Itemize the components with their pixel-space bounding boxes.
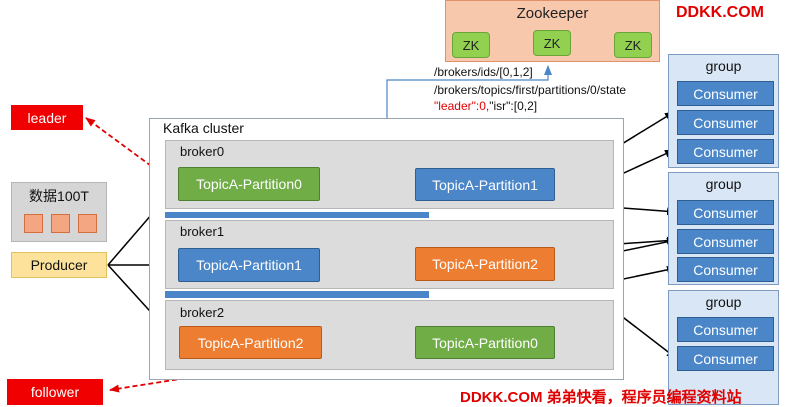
group1-consumer-3: Consumer <box>677 139 774 164</box>
broker0-partition1: TopicA-Partition1 <box>415 168 555 201</box>
zk-state-leader: "leader":0, <box>434 99 490 113</box>
data-cell-1 <box>24 214 43 233</box>
zk-node-2: ZK <box>533 30 571 56</box>
zk-node-1: ZK <box>452 32 490 58</box>
group1-consumer-1: Consumer <box>677 81 774 106</box>
brand-logo: DDKK.COM <box>676 4 764 21</box>
data-cell-2 <box>51 214 70 233</box>
consumer-group-2-label: group <box>705 176 742 192</box>
broker0-label: broker0 <box>180 144 225 159</box>
zk-state-isr: "isr":[0,2] <box>489 99 538 113</box>
kafka-cluster-title: Kafka cluster <box>163 120 244 136</box>
zk-node-3: ZK <box>614 32 652 58</box>
zk-path-state: /brokers/topics/first/partitions/0/state <box>434 83 627 97</box>
zk-path-state-value: "leader":0,"isr":[0,2] <box>434 99 537 113</box>
broker0-bar <box>165 212 429 218</box>
broker2-label: broker2 <box>180 305 225 320</box>
broker1-bar <box>165 291 429 298</box>
producer-box: Producer <box>11 252 107 278</box>
broker2-partition2: TopicA-Partition2 <box>179 326 322 359</box>
broker0-partition0: TopicA-Partition0 <box>178 167 320 201</box>
broker1-partition2: TopicA-Partition2 <box>415 247 555 281</box>
group2-consumer-1: Consumer <box>677 200 774 225</box>
broker1-partition1: TopicA-Partition1 <box>178 248 320 282</box>
cluster-to-zookeeper-line <box>386 65 552 118</box>
footer-brand: DDKK.COM 弟弟快看，程序员编程资料站 <box>460 389 742 406</box>
follower-label: follower <box>7 379 103 405</box>
data-block-label: 数据100T <box>29 188 89 204</box>
zk-path-ids: /brokers/ids/[0,1,2] <box>434 65 533 79</box>
broker2-partition0: TopicA-Partition0 <box>415 326 555 359</box>
group1-consumer-2: Consumer <box>677 110 774 135</box>
consumer-group-3-label: group <box>705 294 742 310</box>
data-cell-3 <box>78 214 97 233</box>
group3-consumer-1: Consumer <box>677 317 774 342</box>
group2-consumer-3: Consumer <box>677 257 774 282</box>
group3-consumer-2: Consumer <box>677 346 774 371</box>
group2-consumer-2: Consumer <box>677 229 774 254</box>
consumer-group-1-label: group <box>705 58 742 74</box>
broker1-label: broker1 <box>180 224 225 239</box>
leader-label: leader <box>11 105 83 130</box>
zookeeper-title: Zookeeper <box>516 5 589 22</box>
